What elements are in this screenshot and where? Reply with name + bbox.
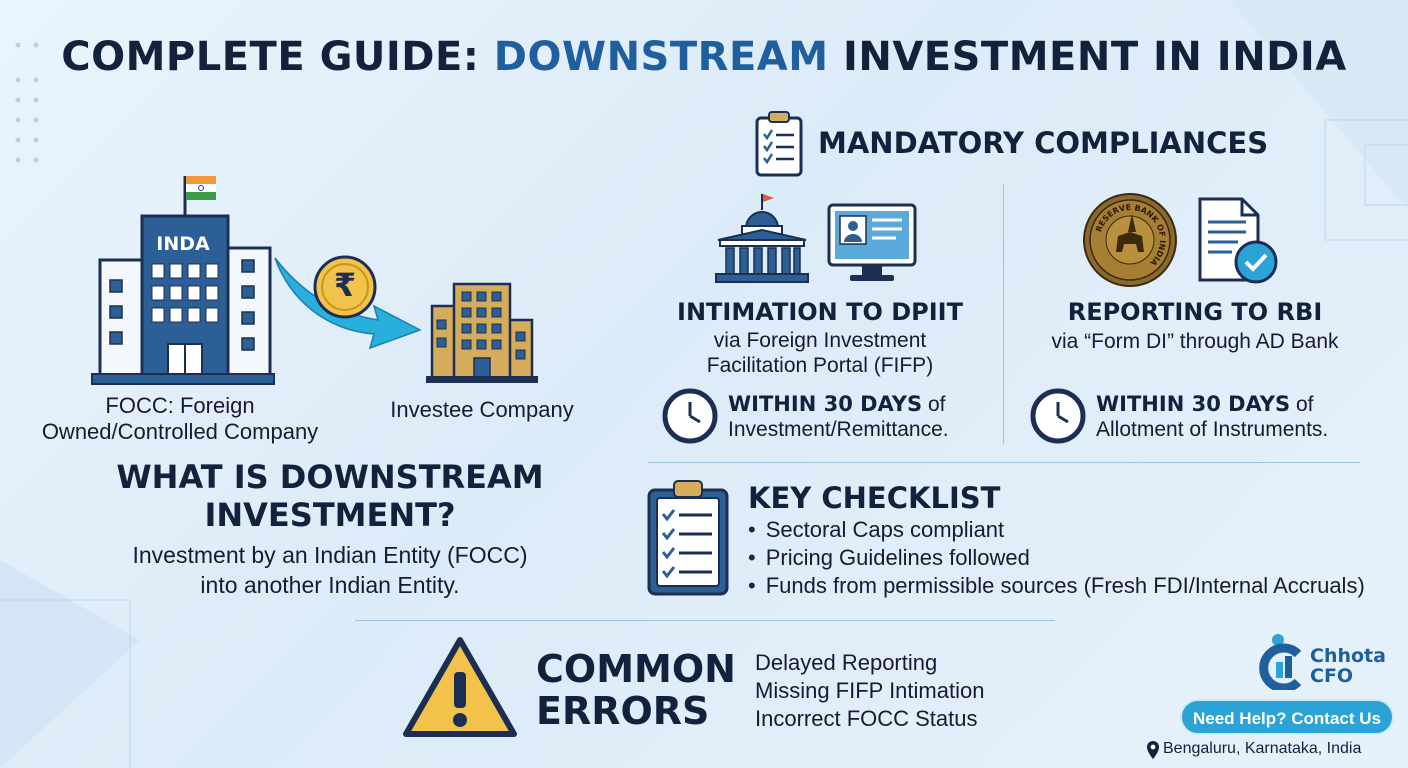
errors-divider [355,620,1055,621]
arrow-icon [274,257,422,350]
title-part3: INVESTMENT IN INDIA [828,34,1347,80]
focc-label-line1: FOCC: Foreign [105,393,255,418]
location-text: Bengaluru, Karnataka, India [1163,740,1362,757]
rbi-deadline: WITHIN 30 DAYS of Allotment of Instrumen… [1096,392,1396,442]
dpiit-sub: via Foreign Investment Facilitation Port… [650,328,990,378]
document-check-icon [1198,197,1278,284]
dpiit-heading: INTIMATION TO DPIIT [677,298,963,326]
list-item: Delayed Reporting [755,650,938,675]
building-icon [91,176,275,385]
list-item: Pricing Guidelines followed [748,544,1388,572]
brand-name: Chhota CFO [1310,646,1386,686]
list-item: Missing FIFP Intimation [755,678,985,703]
list-item: Funds from permissible sources (Fresh FD… [748,572,1388,600]
focc-label-line2: Owned/Controlled Company [41,419,319,444]
location-pin-icon [1147,741,1159,759]
rbi-heading: REPORTING TO RBI [1067,298,1323,326]
what-heading-line2: INVESTMENT? [204,496,456,534]
what-heading: WHAT IS DOWNSTREAM INVESTMENT? [40,458,620,534]
brand-logo-icon [1259,634,1302,690]
rbi-sub: via “Form DI” through AD Bank [1051,330,1339,353]
contact-button[interactable]: Need Help? Contact Us [1180,699,1394,735]
dpiit-sub-line2: Facilitation Portal (FIFP) [706,354,934,377]
errors-list: Delayed Reporting Missing FIFP Intimatio… [755,649,1055,733]
page-title: COMPLETE GUIDE: DOWNSTREAM INVESTMENT IN… [0,34,1408,80]
errors-heading-line1: COMMON [536,647,736,691]
title-part1: COMPLETE GUIDE: [61,34,494,80]
government-building-icon [715,194,809,283]
compliances-heading: MANDATORY COMPLIANCES [818,126,1269,160]
rbi-deadline-rest: of [1290,393,1314,416]
warning-icon [403,637,517,737]
dpiit-deadline-rest: of [922,393,946,416]
dpiit-deadline-line2: Investment/Remittance. [728,418,949,441]
checklist-icon [647,480,729,596]
computer-portal-icon [827,203,917,281]
checklist-heading: KEY CHECKLIST [748,481,1001,515]
brand-name-line2: CFO [1310,665,1354,687]
rbi-deadline-bold: WITHIN 30 DAYS [1096,392,1291,416]
investee-label: Investee Company [390,397,574,422]
brand-name-line1: Chhota [1310,645,1386,667]
investee-building-icon [426,282,538,383]
errors-heading-line2: ERRORS [536,689,710,733]
rbi-seal-icon: RESERVE BANK OF INDIA [1083,193,1177,287]
dpiit-deadline: WITHIN 30 DAYS of Investment/Remittance. [728,392,998,442]
clock-icon [662,388,718,444]
flag-icon [183,176,216,216]
rupee-coin-icon [313,255,377,319]
list-item: Sectoral Caps compliant [748,516,1388,544]
compliance-divider [1003,184,1004,444]
clock-icon [1030,388,1086,444]
what-body-line2: into another Indian Entity. [200,572,460,598]
rupee-symbol: ₹ [333,266,357,304]
what-heading-line1: WHAT IS DOWNSTREAM [116,458,544,496]
title-accent: DOWNSTREAM [493,34,829,80]
rbi-deadline-line2: Allotment of Instruments. [1096,418,1329,441]
clipboard-icon [755,111,803,177]
what-body-line1: Investment by an Indian Entity (FOCC) [132,542,528,568]
dpiit-sub-line1: via Foreign Investment [713,329,927,352]
list-item: Incorrect FOCC Status [755,706,978,731]
dpiit-deadline-bold: WITHIN 30 DAYS [728,392,923,416]
checklist-items: Sectoral Caps compliant Pricing Guidelin… [748,516,1388,600]
focc-label: FOCC: Foreign Owned/Controlled Company [20,393,340,445]
building-sign: INDA [156,233,210,255]
errors-heading: COMMON ERRORS [536,648,736,732]
checklist-divider [648,462,1360,463]
what-body: Investment by an Indian Entity (FOCC) in… [40,540,620,600]
